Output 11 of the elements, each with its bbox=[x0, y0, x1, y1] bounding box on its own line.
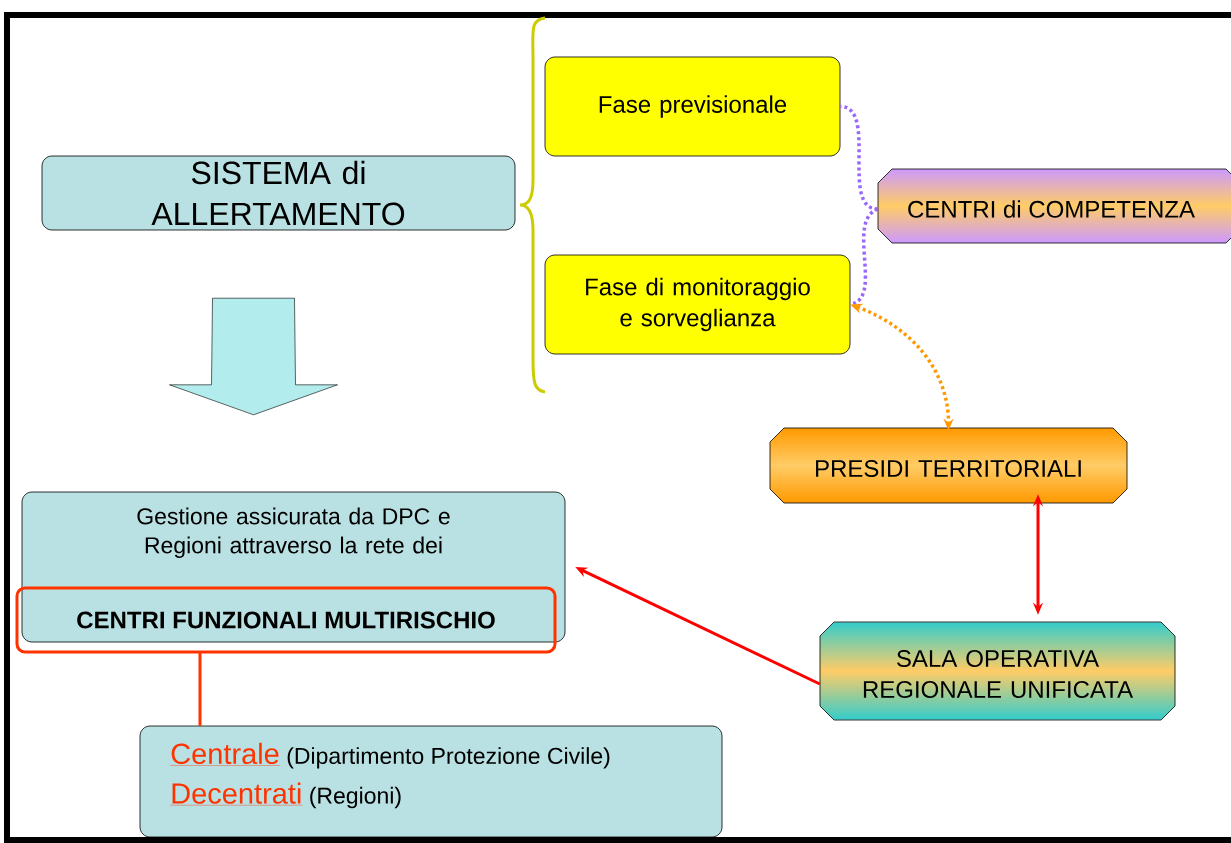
highlight-box: CENTRI FUNZIONALI MULTIRISCHIO bbox=[15, 586, 557, 654]
connector-line bbox=[839, 104, 879, 211]
connector-line bbox=[198, 652, 202, 726]
octagon-box: SALA OPERATIVA REGIONALE UNIFICATA bbox=[819, 621, 1176, 721]
process-box: Fase di monitoraggio e sorveglianza bbox=[544, 254, 851, 355]
process-box: SISTEMA di ALLERTAMENTO bbox=[41, 155, 516, 231]
process-box: Fase previsionale bbox=[544, 56, 841, 157]
octagon-box: PRESIDI TERRITORIALI bbox=[769, 427, 1128, 504]
process-box: Centrale (Dipartimento Protezione Civile) Decentrati (Regioni) bbox=[139, 725, 723, 838]
octagon-box: CENTRI di COMPETENZA bbox=[877, 168, 1231, 244]
block-arrow bbox=[169, 297, 338, 416]
